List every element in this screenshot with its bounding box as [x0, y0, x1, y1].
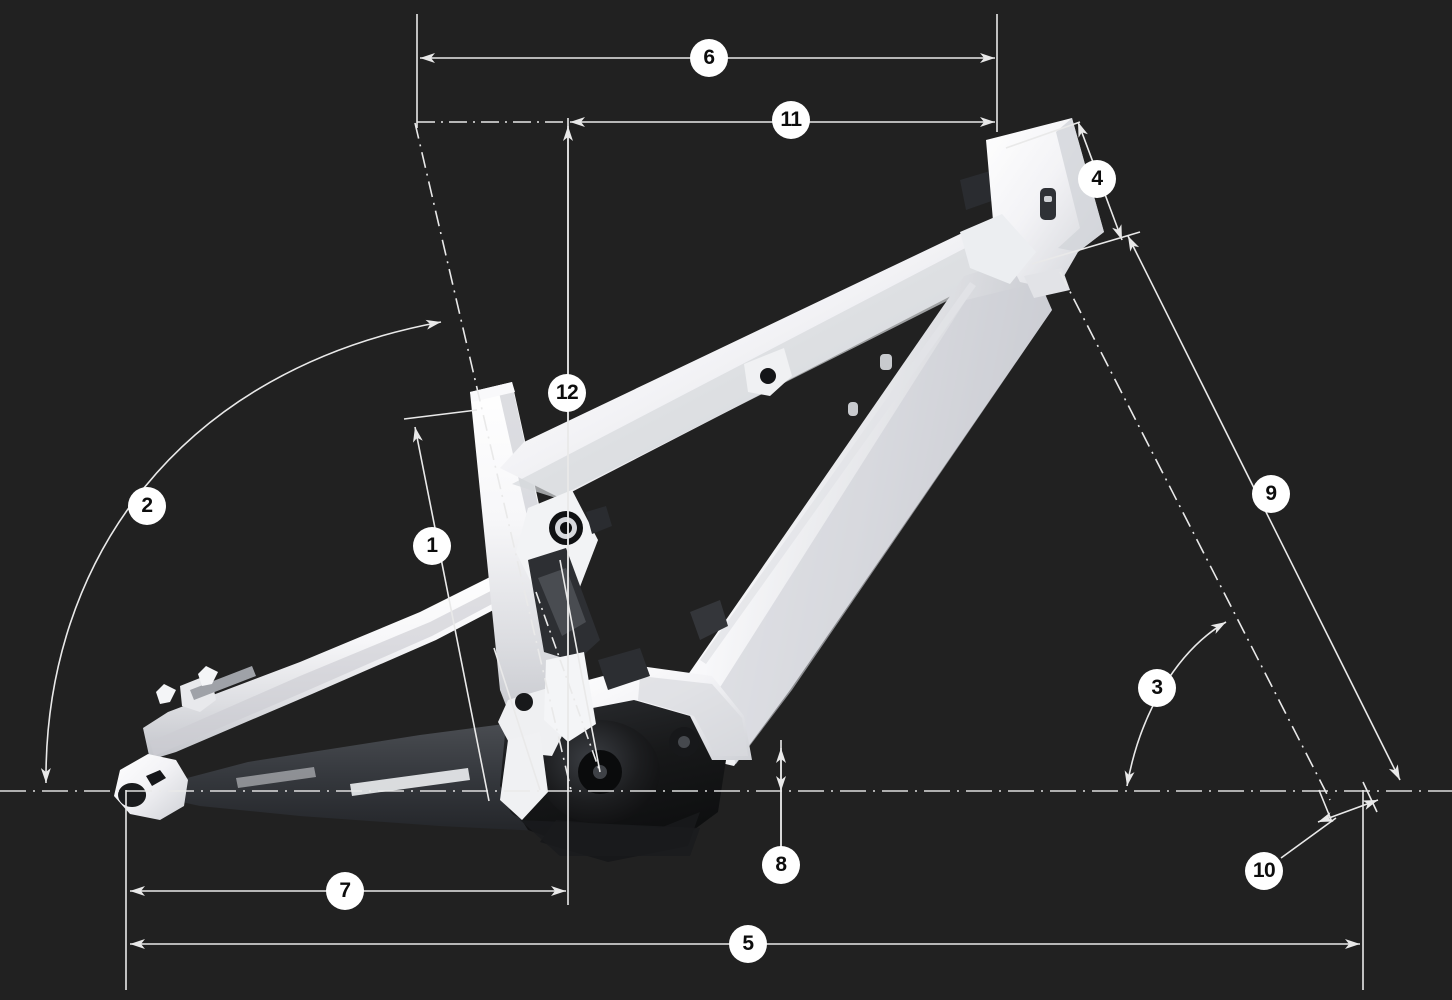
dim-line-1-seat-tube — [413, 426, 490, 802]
head-tube-badge — [1040, 188, 1056, 220]
bb-cable-port — [598, 648, 650, 690]
rear-axle-hole — [118, 783, 147, 807]
dimension-lines — [0, 14, 1452, 990]
ext-line-4-bottom-tick — [1031, 231, 1141, 265]
bb-axis-dashdot — [535, 591, 601, 773]
rocker-bolt-cap — [586, 506, 612, 534]
lower-link-arm — [500, 732, 548, 820]
callout-9-fork-length[interactable]: 9 — [1252, 475, 1290, 513]
down-tube-bolt-b — [848, 402, 858, 416]
callout-4-head-tube-length[interactable]: 4 — [1078, 160, 1116, 198]
shock-air-can — [538, 568, 586, 636]
seat-tube-lower-support — [544, 652, 596, 742]
callout-6-reach[interactable]: 6 — [690, 39, 728, 77]
rear-rack-lug-a — [156, 684, 176, 704]
motor-shadow — [520, 820, 700, 856]
callout-11-top-tube-horiz[interactable]: 11 — [772, 101, 810, 139]
callout-7-chainstay-length[interactable]: 7 — [326, 872, 364, 910]
bike-frame-artwork — [114, 118, 1104, 862]
head-tube-axis-dashdot — [1059, 271, 1331, 801]
ext-line-4-top-tick — [1005, 121, 1081, 149]
callout-12-stack[interactable]: 12 — [548, 374, 586, 412]
rocker-pivot-upper-core — [560, 522, 572, 534]
dim-line-10-offset — [1317, 799, 1379, 823]
callout-8-bb-drop[interactable]: 8 — [762, 846, 800, 884]
battery-latch — [690, 600, 728, 640]
top-tube-cable-hole — [760, 368, 776, 384]
bb-leader-b — [559, 559, 601, 773]
bb-leader-a — [493, 647, 541, 791]
seat-tube-axis-dashdot — [414, 122, 572, 791]
dim-arc-3-head-angle — [1124, 621, 1227, 787]
down-tube-shade — [712, 282, 1052, 764]
callout-2-seat-tube-angle[interactable]: 2 — [128, 487, 166, 525]
main-pivot-core — [678, 736, 690, 748]
head-tube-badge-slot — [1044, 196, 1052, 202]
seat-tube-top-opening — [470, 382, 515, 402]
down-tube-battery-seam — [700, 282, 976, 664]
head-tube-lower-cup — [1024, 268, 1070, 298]
lower-link-pivot-a — [515, 693, 533, 711]
callout-10-fork-offset[interactable]: 10 — [1245, 852, 1283, 890]
dim-arc-2-seat-angle — [40, 319, 442, 784]
callout-1-seat-tube-length[interactable]: 1 — [413, 527, 451, 565]
callout-3-head-tube-angle[interactable]: 3 — [1138, 669, 1176, 707]
dim-line-1-seat-tube-top-tick — [403, 409, 478, 420]
head-tube-gusset — [960, 214, 1036, 284]
callout-5-wheelbase[interactable]: 5 — [729, 925, 767, 963]
dim-leader-10 — [1280, 817, 1337, 859]
yoke-shade — [638, 676, 748, 756]
down-tube-bolt-a — [880, 354, 892, 370]
ext-line-10-tick-b — [1362, 781, 1378, 813]
